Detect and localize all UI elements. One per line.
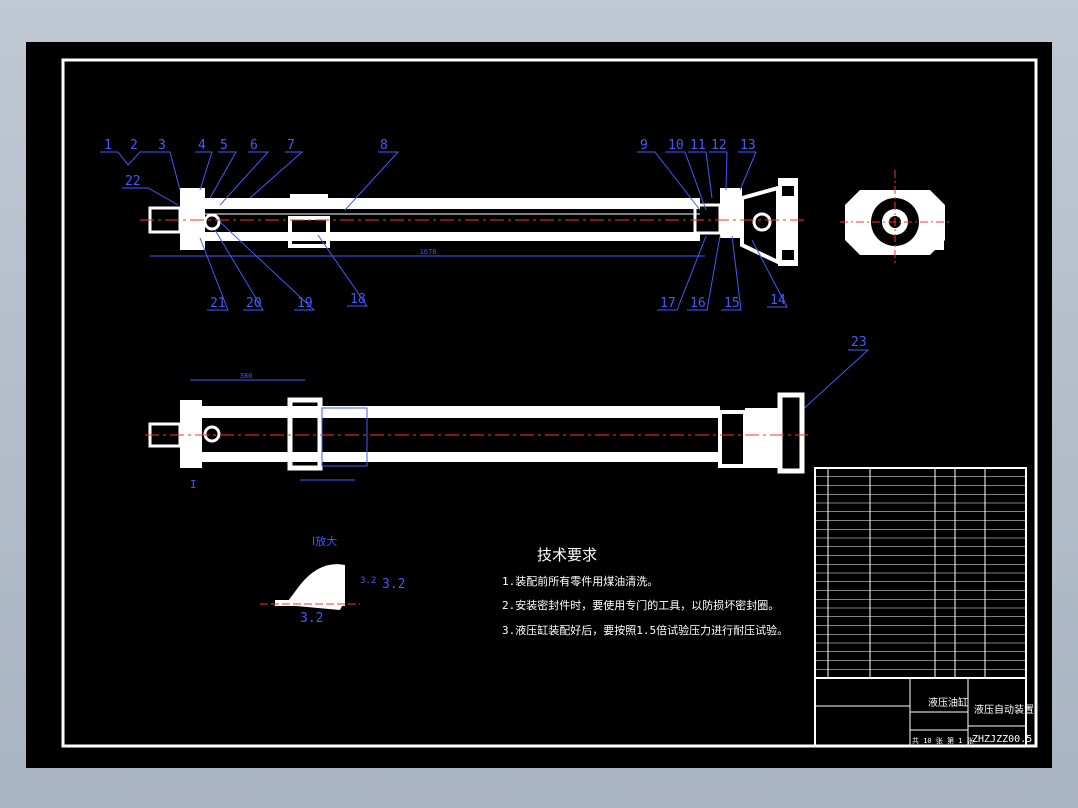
balloon-6: 6 (250, 138, 258, 153)
balloon-8: 8 (380, 138, 388, 153)
roughness-c: 3.2 (360, 576, 376, 586)
detail-title: I放大 (312, 534, 337, 548)
balloon-22: 22 (125, 174, 141, 189)
balloon-5: 5 (220, 138, 228, 153)
tech-line-3: 3.液压缸装配好后，要按照1.5倍试验压力进行耐压试验。 (502, 623, 788, 637)
roughness-b: 3.2 (300, 611, 323, 626)
part-name: 液压油缸 (928, 696, 968, 709)
dimension-overall[interactable]: 1670 (150, 248, 705, 257)
drawing-number: ZHZJZZ00.5 (972, 734, 1032, 745)
parts-list-table[interactable] (814, 467, 1027, 679)
detail-view[interactable]: I放大 3.2 3.2 3.2 I (190, 478, 405, 626)
title-block[interactable] (814, 677, 1027, 747)
balloon-9: 9 (640, 138, 648, 153)
overall-length-label: 1670 (420, 248, 437, 256)
balloon-3: 3 (158, 138, 166, 153)
drawing-border (61, 58, 1038, 748)
balloon-10: 10 (668, 138, 684, 153)
balloon-18: 18 (350, 292, 366, 307)
balloon-17: 17 (660, 296, 676, 311)
project-name: 液压自动装置 (974, 703, 1034, 716)
roughness-a: 3.2 (382, 577, 405, 592)
balloon-12: 12 (711, 138, 727, 153)
drawing-canvas[interactable]: 1670 1 2 3 4 5 6 7 8 9 10 11 12 13 22 21… (26, 42, 1052, 768)
balloon-23: 23 (851, 335, 867, 350)
title-block-text: 液压油缸 液压自动装置 ZHZJZZ00.5 共 10 张 第 1 张 (912, 696, 1034, 745)
tech-title: 技术要求 (537, 546, 597, 564)
cylinder-top-view[interactable] (148, 178, 798, 266)
sheet-info: 共 10 张 第 1 张 (912, 736, 974, 745)
top-span-label: 380 (240, 372, 253, 380)
balloon-21: 21 (210, 296, 226, 311)
balloon-19: 19 (297, 296, 313, 311)
balloon-15: 15 (724, 296, 740, 311)
balloon-16: 16 (690, 296, 706, 311)
balloon-1: 1 (104, 138, 112, 153)
balloon-20: 20 (246, 296, 262, 311)
balloon-7: 7 (287, 138, 295, 153)
balloons-top: 1 2 3 4 5 6 7 8 9 10 11 12 13 22 21 20 1… (104, 138, 867, 350)
cylinder-front-view[interactable] (148, 392, 805, 474)
balloon-4: 4 (198, 138, 206, 153)
tech-line-2: 2.安装密封件时，要使用专门的工具，以防损坏密封圈。 (502, 598, 779, 612)
parts-rows (815, 476, 1026, 670)
balloon-2: 2 (130, 138, 138, 153)
section-mark: I (190, 478, 197, 491)
dimension-top-span[interactable]: 380 (190, 372, 305, 381)
balloon-11: 11 (690, 138, 706, 153)
tech-requirements: 技术要求 1.装配前所有零件用煤油清洗。 2.安装密封件时，要使用专门的工具，以… (502, 546, 788, 637)
leader-lines (100, 151, 870, 413)
front-dimension-lines (300, 407, 368, 481)
balloon-13: 13 (740, 138, 756, 153)
tech-line-1: 1.装配前所有零件用煤油清洗。 (502, 574, 658, 588)
